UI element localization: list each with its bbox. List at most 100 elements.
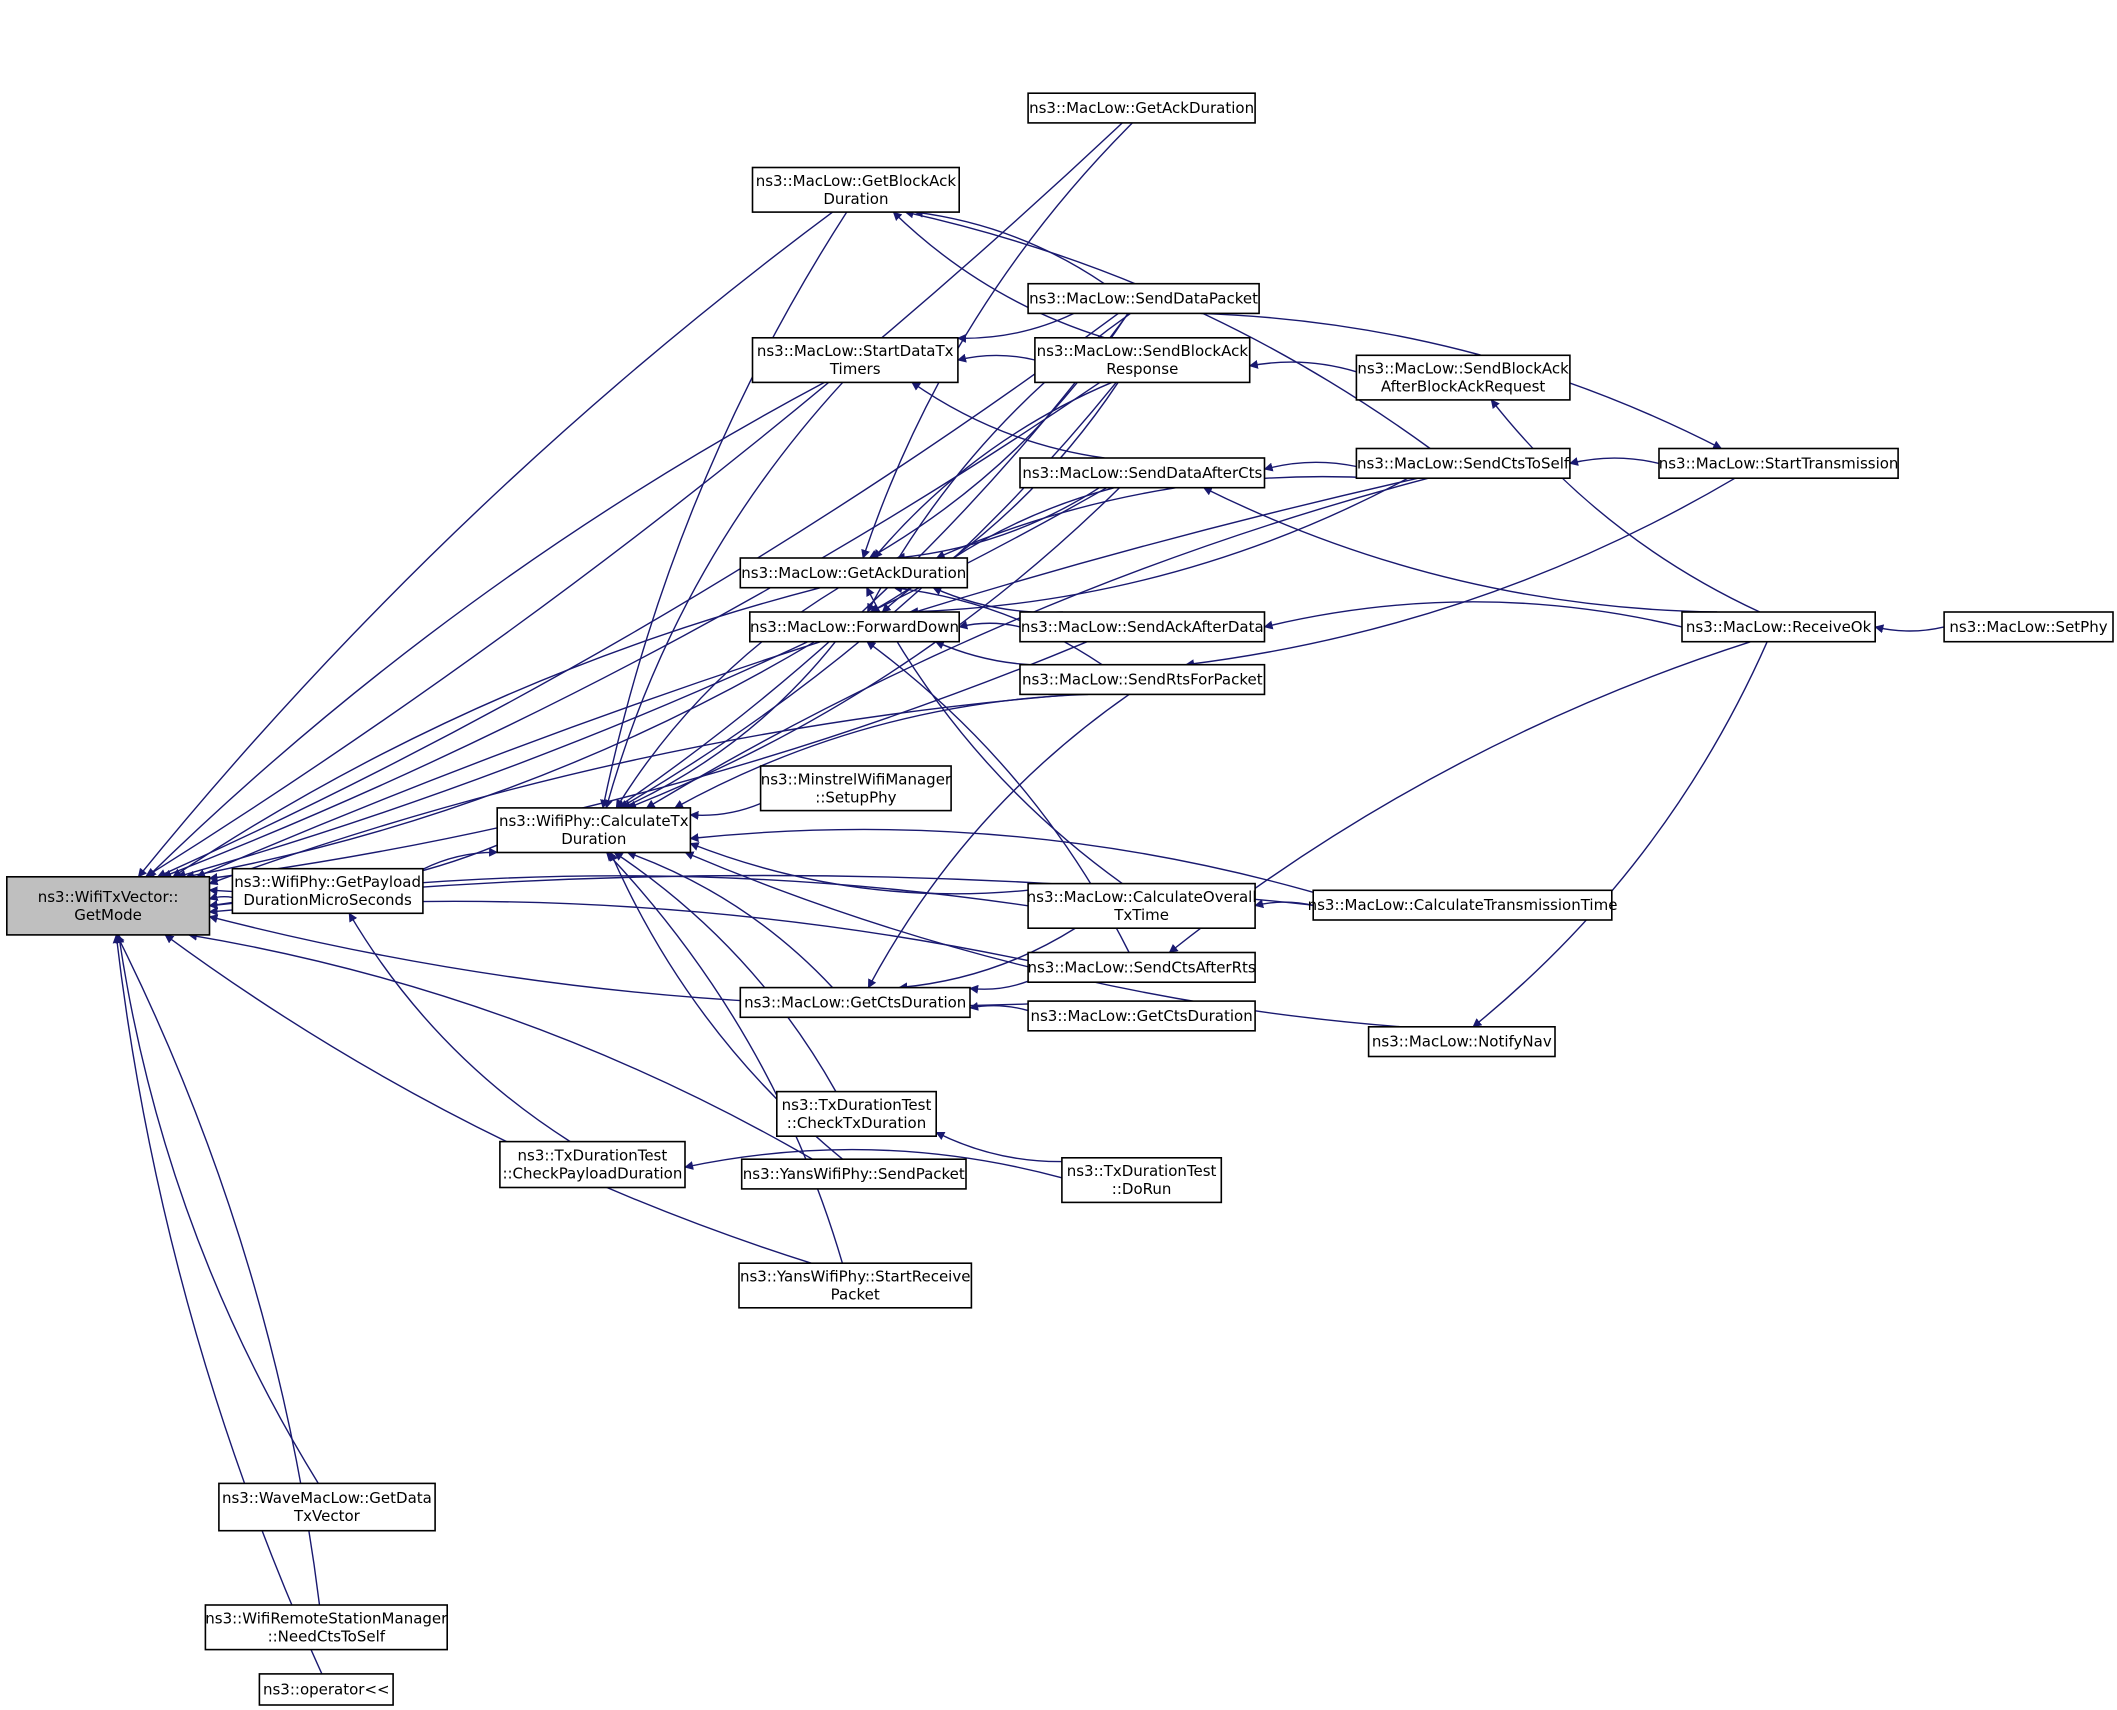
node-gad2[interactable]: ns3::MacLow::GetAckDuration	[739, 557, 969, 589]
node-label-sphy-0: ns3::MacLow::SetPhy	[1949, 618, 2107, 636]
edge-sdp-to-root	[156, 312, 1119, 878]
edge-scts-to-gbad	[904, 209, 1431, 450]
node-label-mwm-1: ::SetupPhy	[815, 788, 896, 806]
node-box-srfp	[1019, 663, 1266, 696]
node-tdct[interactable]: ns3::TxDurationTest::CheckTxDuration	[775, 1090, 937, 1137]
node-scar[interactable]: ns3::MacLow::SendCtsAfterRts	[1027, 951, 1256, 984]
node-box-ctt	[1312, 889, 1613, 921]
node-sbaab[interactable]: ns3::MacLow::SendBlockAckAfterBlockAckRe…	[1355, 354, 1571, 401]
edge-sbar-to-root	[162, 381, 1101, 879]
edge-saad-to-root	[208, 641, 1088, 882]
node-box-nnav	[1367, 1026, 1556, 1058]
node-box-tddr	[1061, 1157, 1223, 1204]
node-tdcp[interactable]: ns3::TxDurationTest::CheckPayloadDuratio…	[499, 1140, 686, 1189]
node-nnav[interactable]: ns3::MacLow::NotifyNav	[1367, 1026, 1556, 1058]
node-label-wrsm-0: ns3::WifiRemoteStationManager	[205, 1609, 448, 1627]
edge-ysrp-to-root	[164, 934, 812, 1264]
node-box-ysp	[740, 1158, 967, 1190]
node-box-gcd2	[1027, 1000, 1256, 1032]
node-ysp[interactable]: ns3::YansWifiPhy::SendPacket	[740, 1158, 967, 1190]
edge-tddr-to-tdct	[935, 1131, 1062, 1163]
node-label-rok-0: ns3::MacLow::ReceiveOk	[1686, 618, 1872, 636]
node-label-gbad-1: Duration	[823, 190, 888, 208]
edge-rok-to-sdac	[1202, 487, 1718, 613]
node-label-cd-1: Duration	[561, 830, 626, 848]
node-box-scar	[1027, 951, 1256, 984]
node-box-sbaab	[1355, 354, 1571, 401]
edge-gbad-to-cd	[600, 211, 848, 809]
edge-opl-to-root	[112, 934, 323, 1675]
node-box-cott	[1027, 882, 1256, 929]
node-label-scar-0: ns3::MacLow::SendCtsAfterRts	[1027, 958, 1255, 976]
node-gad1[interactable]: ns3::MacLow::GetAckDuration	[1027, 92, 1256, 124]
node-box-wmgd	[218, 1482, 436, 1532]
node-box-st	[1658, 447, 1899, 480]
node-label-tddr-1: ::DoRun	[1112, 1180, 1172, 1198]
node-label-srfp-0: ns3::MacLow::SendRtsForPacket	[1022, 671, 1263, 689]
node-sdac[interactable]: ns3::MacLow::SendDataAfterCts	[1019, 457, 1266, 489]
node-box-sdtt	[751, 336, 959, 384]
node-mwm[interactable]: ns3::MinstrelWifiManager::SetupPhy	[759, 765, 952, 812]
node-box-root	[6, 875, 211, 936]
node-box-fd	[748, 611, 960, 643]
edge-sdac-to-fd	[881, 487, 1115, 613]
node-st[interactable]: ns3::MacLow::StartTransmission	[1658, 447, 1899, 480]
node-label-sdtt-0: ns3::MacLow::StartDataTx	[757, 342, 954, 360]
node-label-sbar-1: Response	[1106, 360, 1178, 378]
node-box-saad	[1019, 611, 1266, 643]
node-box-tdct	[775, 1090, 937, 1137]
edge-sdp-to-st	[1200, 312, 1723, 450]
node-sphy[interactable]: ns3::MacLow::SetPhy	[1943, 611, 2114, 643]
node-gcd1[interactable]: ns3::MacLow::GetCtsDuration	[739, 986, 971, 1019]
node-box-mwm	[759, 765, 952, 812]
node-label-ctt-0: ns3::MacLow::CalculateTransmissionTime	[1308, 896, 1618, 914]
edge-rok-to-saad	[1263, 601, 1683, 630]
node-gcd2[interactable]: ns3::MacLow::GetCtsDuration	[1027, 1000, 1256, 1032]
edge-gcd1-to-cd	[626, 851, 834, 989]
edge-st-to-srfp	[1185, 477, 1736, 669]
node-label-tdct-0: ns3::TxDurationTest	[782, 1096, 932, 1114]
node-rok[interactable]: ns3::MacLow::ReceiveOk	[1681, 611, 1876, 643]
edge-wmgd-to-root	[115, 934, 319, 1484]
node-root[interactable]: ns3::WifiTxVector::GetMode	[6, 875, 211, 936]
node-ctt[interactable]: ns3::MacLow::CalculateTransmissionTime	[1308, 889, 1618, 921]
node-tddr[interactable]: ns3::TxDurationTest::DoRun	[1061, 1157, 1223, 1204]
node-box-opl	[258, 1673, 394, 1706]
node-label-saad-0: ns3::MacLow::SendAckAfterData	[1021, 618, 1264, 636]
node-box-tdcp	[499, 1140, 686, 1189]
node-box-gbad	[751, 166, 960, 213]
edge-gad1-to-root	[144, 122, 1123, 878]
node-label-cd-0: ns3::WifiPhy::CalculateTx	[499, 812, 689, 830]
node-scts[interactable]: ns3::MacLow::SendCtsToSelf	[1355, 447, 1571, 480]
edge-srfp-to-fd	[934, 640, 1062, 666]
edge-fd-to-root	[184, 641, 816, 880]
edge-tdcp-to-gpd	[348, 912, 571, 1143]
node-label-ysrp-0: ns3::YansWifiPhy::StartReceive	[740, 1268, 971, 1286]
edge-saad-to-fd	[958, 620, 1021, 630]
node-saad[interactable]: ns3::MacLow::SendAckAfterData	[1019, 611, 1266, 643]
node-wrsm[interactable]: ns3::WifiRemoteStationManager::NeedCtsTo…	[204, 1604, 448, 1651]
node-gpd[interactable]: ns3::WifiPhy::GetPayloadDurationMicroSec…	[231, 867, 424, 915]
edge-scar-to-gcd1	[969, 980, 1029, 994]
node-label-wrsm-1: ::NeedCtsToSelf	[268, 1627, 386, 1645]
edge-gad2-to-root	[172, 587, 821, 878]
node-label-sdtt-1: Timers	[829, 360, 881, 378]
node-opl[interactable]: ns3::operator<<	[258, 1673, 394, 1706]
node-sdp[interactable]: ns3::MacLow::SendDataPacket	[1027, 282, 1260, 315]
edge-sdac-to-cd	[627, 487, 1120, 810]
node-label-root-1: GetMode	[74, 906, 142, 924]
node-srfp[interactable]: ns3::MacLow::SendRtsForPacket	[1019, 663, 1266, 696]
edge-sdac-to-sdtt	[911, 381, 1105, 459]
node-label-mwm-0: ns3::MinstrelWifiManager	[761, 770, 952, 788]
nodes-layer: ns3::WifiTxVector::GetMode ns3::WifiPhy::…	[6, 92, 2114, 1706]
node-label-st-0: ns3::MacLow::StartTransmission	[1659, 454, 1899, 472]
node-fd[interactable]: ns3::MacLow::ForwardDown	[748, 611, 960, 643]
node-label-sbaab-0: ns3::MacLow::SendBlockAck	[1357, 360, 1569, 378]
